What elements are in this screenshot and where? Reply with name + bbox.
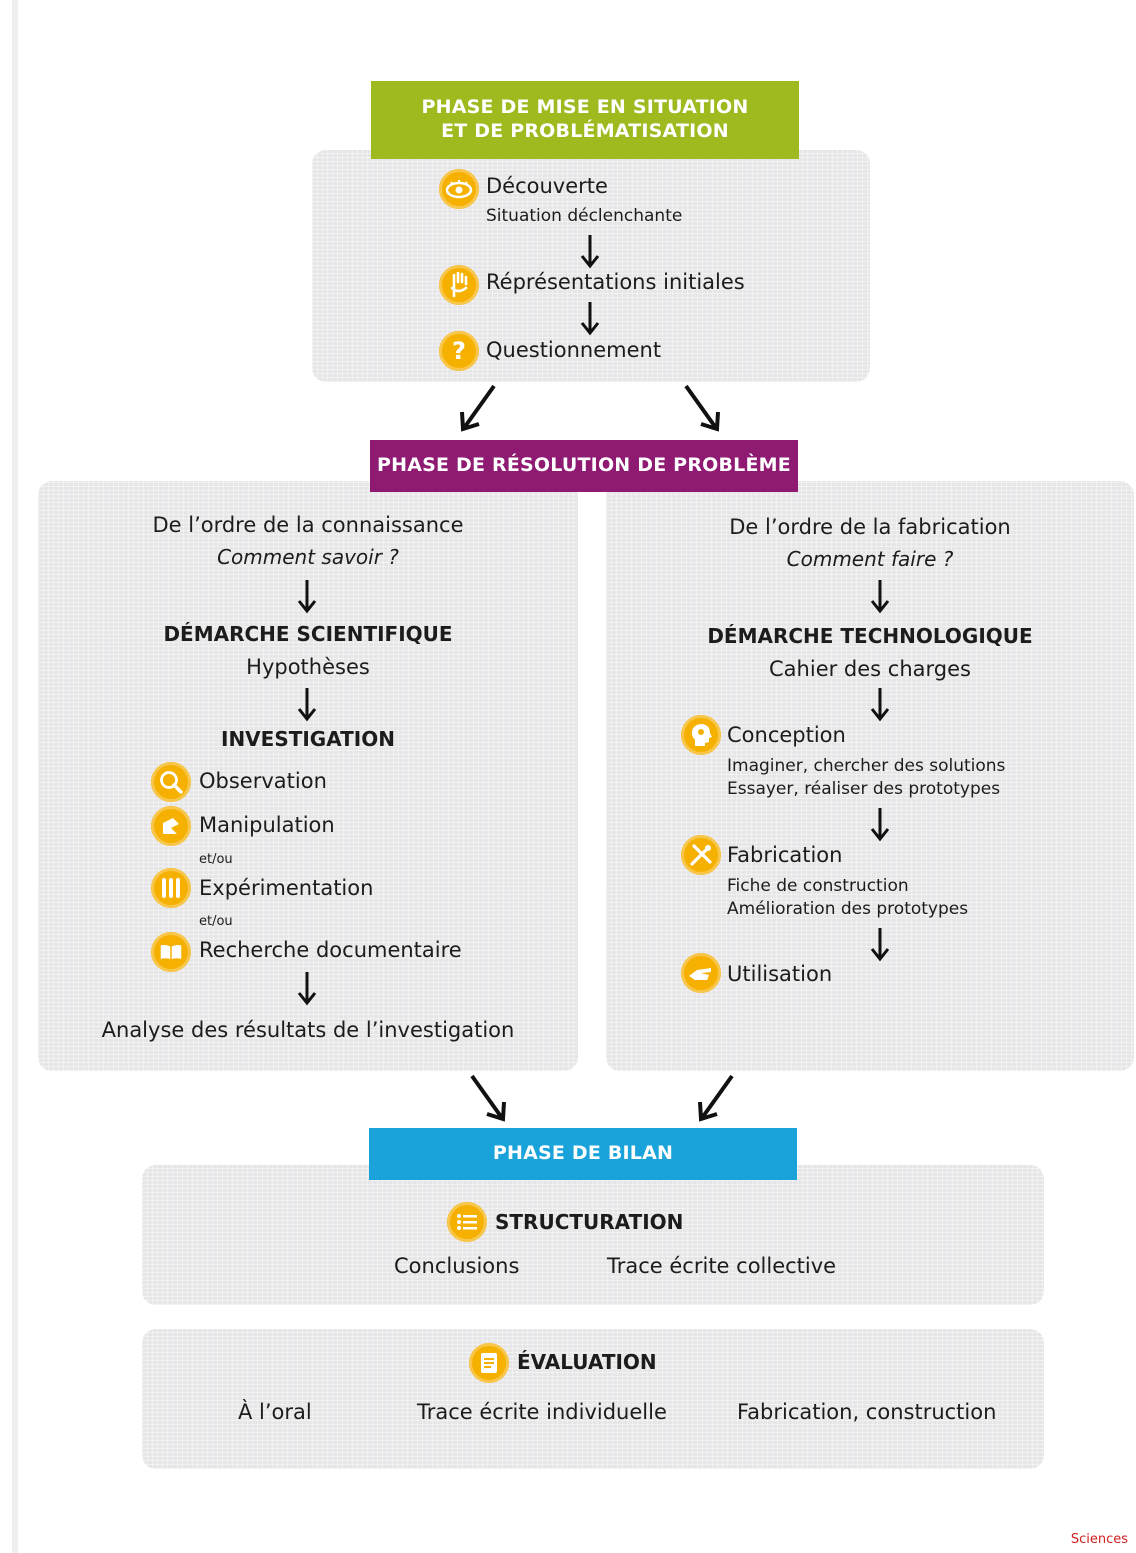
right-method: DÉMARCHE TECHNOLOGIQUE	[707, 624, 1033, 648]
phase1-title-line1: PHASE DE MISE EN SITUATION	[421, 96, 749, 119]
right-method-sub: Cahier des charges	[769, 657, 971, 681]
step-conception-label: Conception	[727, 723, 846, 747]
arrow-diag-right-1	[684, 384, 720, 432]
tools-icon	[681, 835, 721, 875]
arrow-down-left-2	[297, 688, 317, 722]
arrow-down-left-1	[297, 580, 317, 614]
step-representations-label: Réprésentations initiales	[486, 270, 745, 294]
phase2-right-panel	[606, 481, 1134, 1071]
right-heading: De l’ordre de la fabrication	[729, 515, 1011, 539]
test-tubes-icon	[151, 868, 191, 908]
step-utilisation-label: Utilisation	[727, 962, 833, 986]
step-conception-sub2: Essayer, réaliser des prototypes	[727, 779, 1001, 799]
hand-icon	[151, 806, 191, 846]
footer-sciences: Sciences	[1070, 1532, 1128, 1547]
phase2-banner: PHASE DE RÉSOLUTION DE PROBLÈME	[370, 440, 798, 492]
list-icon	[447, 1202, 487, 1242]
arrow-down-right-4	[870, 928, 890, 962]
evaluation-panel	[142, 1329, 1044, 1469]
arrow-down-right-1	[870, 580, 890, 614]
step-questionnement-label: Questionnement	[486, 338, 662, 362]
evaluation-item-2: Trace écrite individuelle	[417, 1400, 667, 1424]
arrow-down-left-3	[297, 972, 317, 1006]
hand-use-icon	[681, 953, 721, 993]
structuration-title: STRUCTURATION	[495, 1210, 684, 1234]
phase2-title: PHASE DE RÉSOLUTION DE PROBLÈME	[377, 454, 791, 477]
arrow-down-right-2	[870, 688, 890, 722]
item-observation: Observation	[199, 769, 327, 793]
left-result: Analyse des résultats de l’investigation	[101, 1018, 515, 1042]
item-experimentation: Expérimentation	[199, 876, 374, 900]
left-method: DÉMARCHE SCIENTIFIQUE	[163, 622, 453, 646]
step-fabrication-label: Fabrication	[727, 843, 843, 867]
arrow-diag-left-1	[460, 384, 496, 432]
magnifier-icon	[151, 762, 191, 802]
head-idea-icon	[681, 715, 721, 755]
step-decouverte-sub: Situation déclenchante	[486, 206, 683, 226]
arrow-down-2	[580, 302, 600, 336]
phase3-banner: PHASE DE BILAN	[369, 1128, 797, 1180]
connector-etou-2: et/ou	[199, 914, 233, 929]
step-fabrication-sub2: Amélioration des prototypes	[727, 899, 969, 919]
left-heading: De l’ordre de la connaissance	[152, 513, 464, 537]
step-conception-sub1: Imaginer, chercher des solutions	[727, 756, 1006, 776]
step-decouverte-label: Découverte	[486, 174, 608, 198]
item-manipulation: Manipulation	[199, 813, 335, 837]
left-question: Comment savoir ?	[217, 545, 399, 569]
structuration-item-1: Conclusions	[394, 1254, 520, 1278]
left-method-sub: Hypothèses	[246, 655, 370, 679]
structuration-item-2: Trace écrite collective	[607, 1254, 837, 1278]
arrow-down-1	[580, 235, 600, 269]
connector-etou-1: et/ou	[199, 852, 233, 867]
evaluation-item-1: À l’oral	[238, 1400, 312, 1424]
page-edge-rule	[12, 0, 18, 1553]
left-investigation: INVESTIGATION	[221, 727, 395, 751]
hand-raised-icon	[439, 265, 479, 305]
phase2-left-panel	[38, 481, 578, 1071]
arrow-diag-left-2	[698, 1074, 734, 1122]
book-icon	[151, 932, 191, 972]
structuration-panel	[142, 1165, 1044, 1305]
right-question: Comment faire ?	[786, 547, 954, 571]
step-fabrication-sub1: Fiche de construction	[727, 876, 909, 896]
arrow-down-right-3	[870, 808, 890, 842]
question-icon: ?	[439, 331, 479, 371]
phase1-banner: PHASE DE MISE EN SITUATION ET DE PROBLÉM…	[371, 81, 799, 159]
phase3-title: PHASE DE BILAN	[492, 1142, 674, 1165]
evaluation-item-3: Fabrication, construction	[737, 1400, 997, 1424]
eye-icon	[439, 169, 479, 209]
phase1-title-line2: ET DE PROBLÉMATISATION	[441, 120, 729, 142]
item-recherche: Recherche documentaire	[199, 938, 462, 962]
arrow-diag-right-2	[470, 1074, 506, 1122]
checklist-icon	[469, 1343, 509, 1383]
evaluation-title: ÉVALUATION	[517, 1350, 657, 1374]
